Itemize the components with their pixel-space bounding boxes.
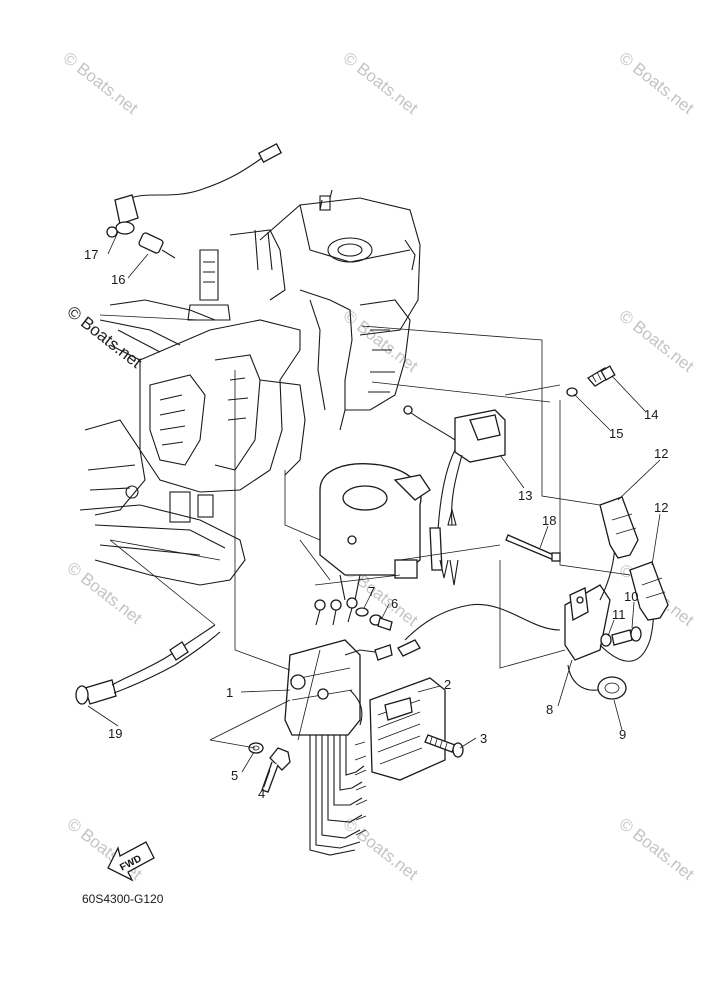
- part-6-screw: [369, 614, 393, 631]
- part-14-bolt: [586, 365, 616, 387]
- callout-8: 8: [546, 702, 553, 717]
- callout-4: 4: [258, 786, 265, 801]
- engine-block: [79, 189, 421, 586]
- callout-9: 9: [619, 727, 626, 742]
- watermark: © Boats.net: [616, 814, 698, 884]
- part-7-washer: [355, 607, 369, 617]
- part-19-sensor: [75, 624, 221, 705]
- part-13-charge-coil: [403, 405, 506, 586]
- callout-16: 16: [111, 272, 125, 287]
- callout-2: 2: [444, 677, 451, 692]
- part-18-cable-tie: [505, 534, 561, 562]
- callout-11: 11: [612, 607, 626, 622]
- part-12-plug-cap-lower: [629, 561, 669, 621]
- callout-12: 12: [654, 446, 668, 461]
- watermark: © Boats.net: [616, 306, 698, 376]
- pulser-coil-assembly: [319, 463, 431, 601]
- callout-10: 10: [624, 589, 638, 604]
- callout-labels: 1 2 3 4 5 6 7 8 9 10 11 12 12 13 14 15 1…: [84, 247, 668, 801]
- callout-6: 6: [391, 596, 398, 611]
- callout-18: 18: [542, 513, 556, 528]
- wire-harness: [309, 644, 393, 856]
- callout-7: 7: [368, 584, 375, 599]
- callout-12: 12: [654, 500, 668, 515]
- part-9-grommet: [567, 664, 627, 700]
- part-2-regulator: [369, 677, 446, 781]
- watermark: © Boats.net: [340, 814, 422, 884]
- part-4-bolt: [261, 747, 291, 793]
- callout-1: 1: [226, 685, 233, 700]
- part-15-washer: [566, 387, 578, 397]
- part-11-washer: [600, 633, 612, 647]
- callout-13: 13: [518, 488, 532, 503]
- callout-19: 19: [108, 726, 122, 741]
- callout-17: 17: [84, 247, 98, 262]
- part-5-washer: [248, 742, 264, 754]
- part-16-sensor: [138, 232, 176, 259]
- part-17-plug-cap-wire: [106, 143, 283, 238]
- drawing-code: 60S4300-G120: [82, 892, 164, 906]
- part-12-plug-cap-upper: [599, 496, 639, 559]
- part-3-screw: [424, 734, 464, 758]
- part-8-ignition-coil: [397, 539, 655, 662]
- watermark: © Boats.net: [60, 48, 142, 118]
- watermark: © Boats.net: [616, 48, 698, 118]
- label-leaders: [87, 231, 661, 788]
- callout-3: 3: [480, 731, 487, 746]
- callout-5: 5: [231, 768, 238, 783]
- watermark: © Boats.net: [64, 302, 146, 372]
- watermark: © Boats.net: [340, 48, 422, 118]
- callout-15: 15: [609, 426, 623, 441]
- ring-terminals: [314, 597, 358, 626]
- watermark: © Boats.net: [64, 558, 146, 628]
- callout-14: 14: [644, 407, 658, 422]
- part-10-bolt: [611, 626, 642, 646]
- part-1-cdi-unit: [284, 639, 363, 736]
- leader-lines: [99, 314, 631, 749]
